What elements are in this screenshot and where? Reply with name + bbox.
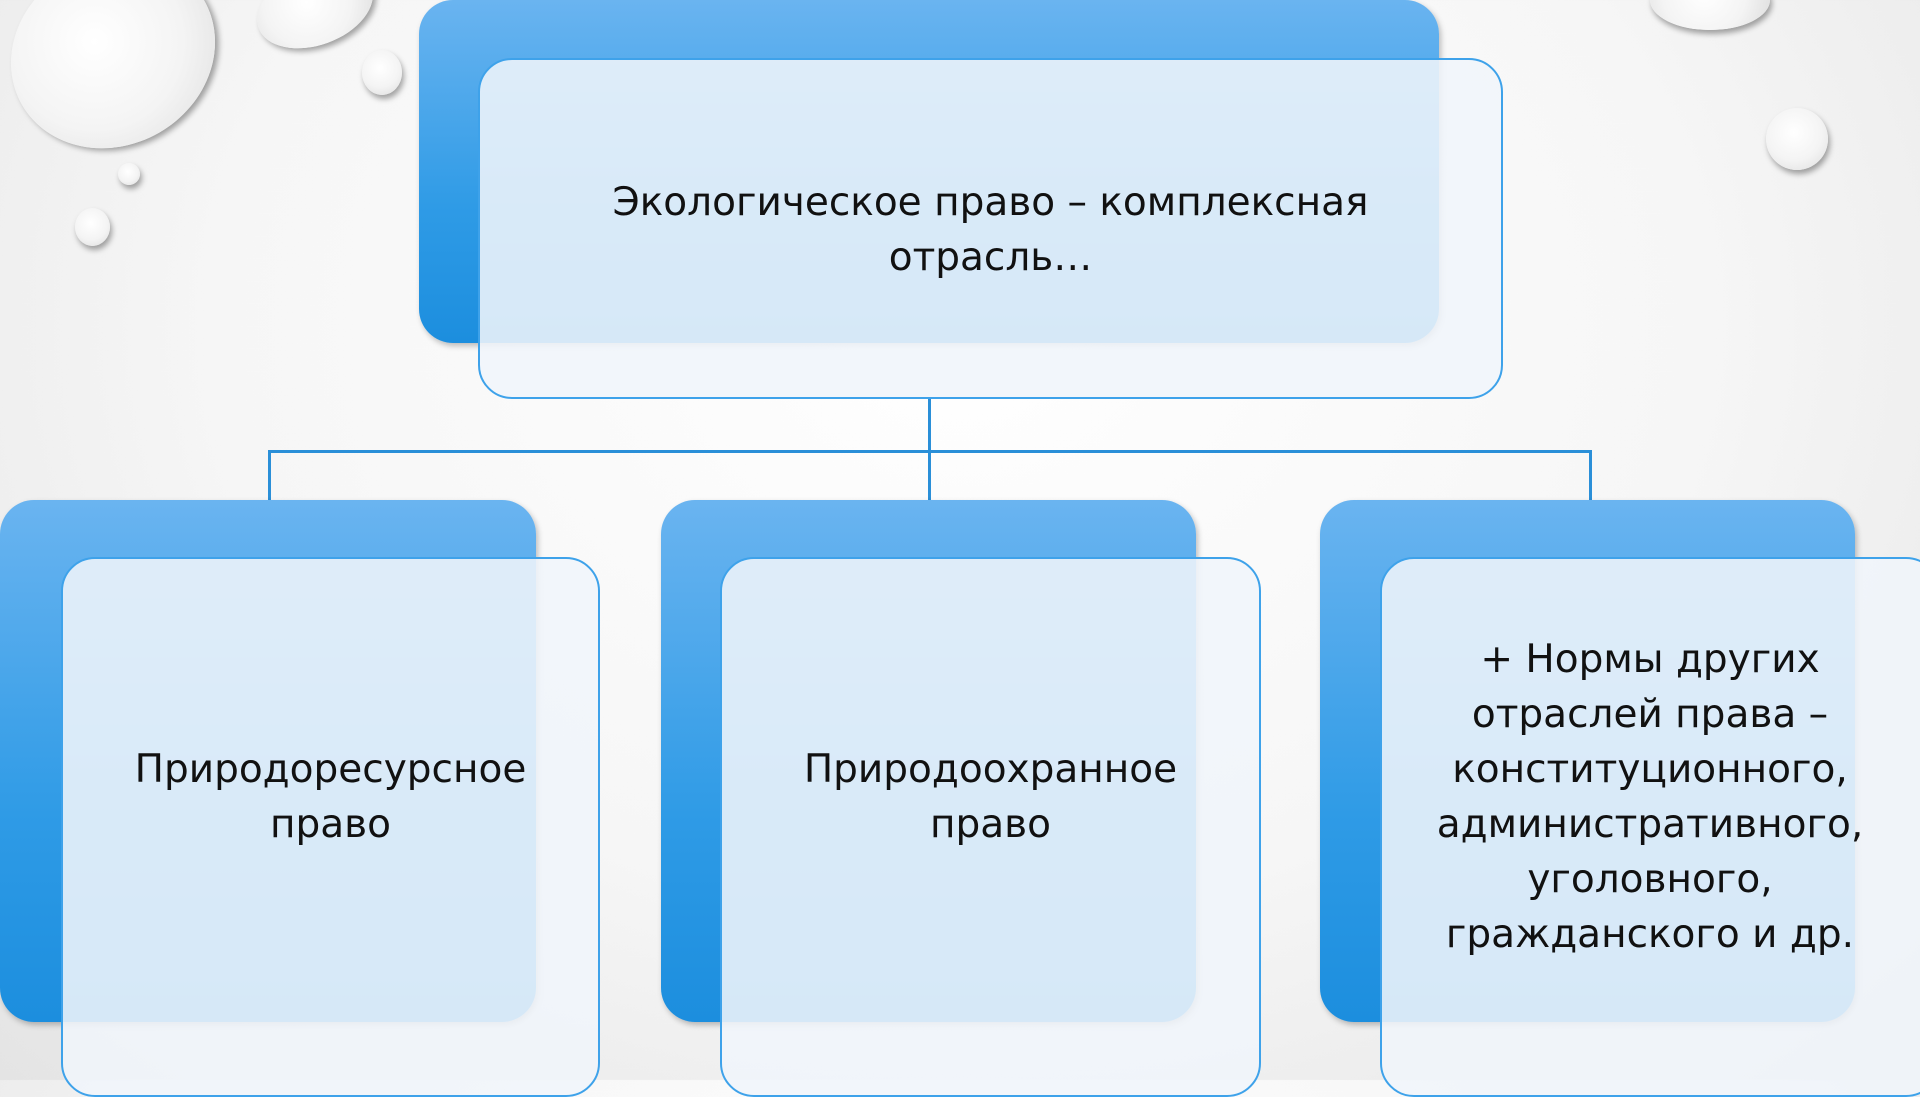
connector-drop-left [268, 450, 271, 502]
water-drop [245, 0, 385, 64]
water-drop [362, 50, 402, 95]
child-node-text: Природоохранное право [803, 747, 1178, 847]
child-node-text: Природоресурсное право [134, 747, 527, 847]
root-node: Экологическое право – комплексная отрасл… [478, 58, 1503, 399]
connector-drop-center [928, 450, 931, 502]
child-node-other-branches: + Нормы других отраслей права – конститу… [1380, 557, 1920, 1097]
water-drop [1650, 0, 1770, 30]
connector-drop-right [1589, 450, 1592, 502]
water-drop [118, 163, 140, 185]
water-drop [0, 0, 251, 186]
connector-vertical-root [928, 399, 931, 452]
water-drop [1766, 108, 1828, 170]
root-node-text: Экологическое право – комплексная отрасл… [612, 180, 1369, 280]
child-node-text: + Нормы других отраслей права – конститу… [1436, 637, 1864, 957]
child-node-nature-resource-law: Природоресурсное право [61, 557, 600, 1097]
water-drop [75, 208, 110, 246]
child-node-nature-protection-law: Природоохранное право [720, 557, 1261, 1097]
